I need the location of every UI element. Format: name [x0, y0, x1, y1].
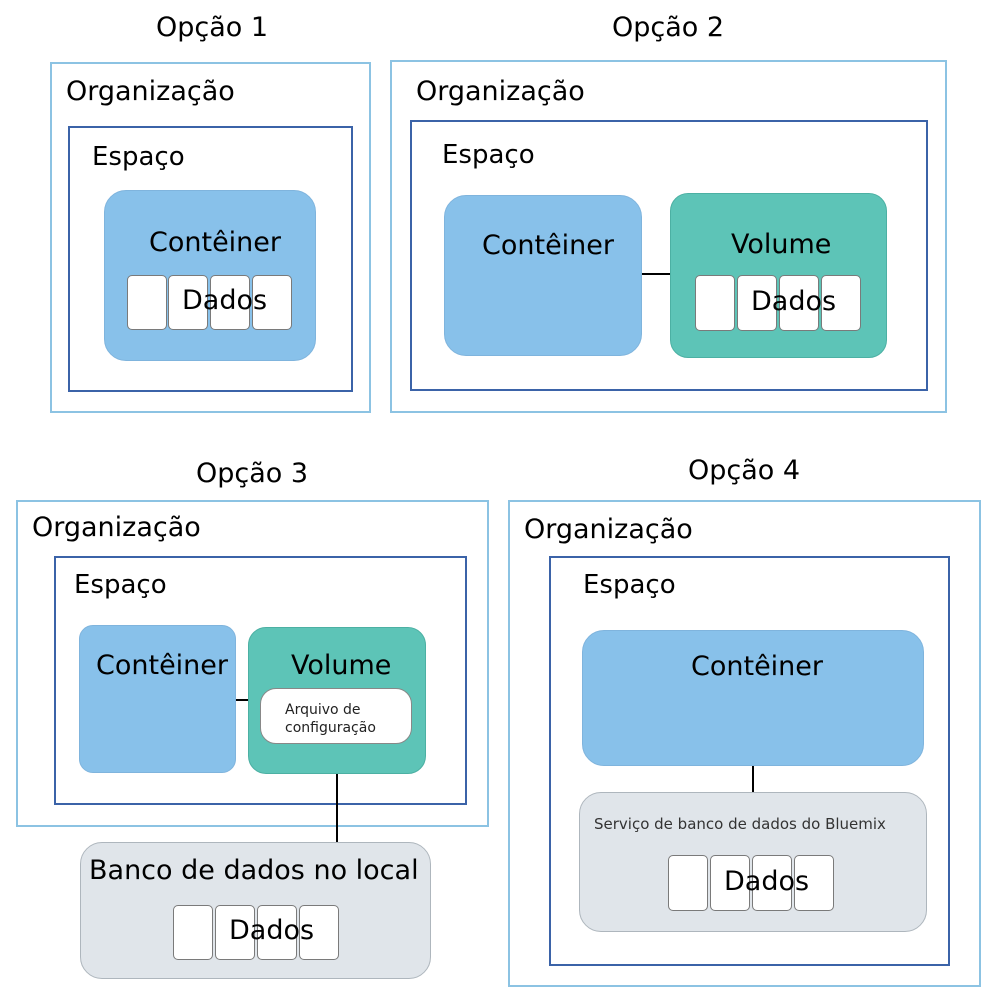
- data-cell: [168, 275, 208, 330]
- data-cell: [794, 855, 834, 911]
- space-label: Espaço: [583, 570, 676, 600]
- option-2-title: Opção 2: [612, 12, 725, 43]
- data-cell: [695, 275, 735, 331]
- organization-label: Organização: [32, 512, 201, 543]
- data-cell: [299, 905, 339, 960]
- data-cell: [215, 905, 255, 960]
- space-label: Espaço: [442, 140, 535, 170]
- data-cell: [173, 905, 213, 960]
- option-3-title: Opção 3: [196, 458, 309, 489]
- data-cell: [737, 275, 777, 331]
- organization-label: Organização: [416, 76, 585, 107]
- option-3-container: Contêiner: [79, 625, 236, 773]
- organization-label: Organização: [66, 76, 235, 107]
- db-service-label: Serviço de banco de dados do Bluemix: [594, 815, 886, 833]
- local-db-label: Banco de dados no local: [89, 855, 419, 886]
- space-label: Espaço: [74, 570, 167, 600]
- data-cell: [821, 275, 861, 331]
- config-file-label: Arquivo de configuração: [285, 702, 376, 736]
- container-service-connector: [752, 766, 754, 792]
- container-label: Contêiner: [96, 650, 229, 681]
- data-label: Dados: [229, 915, 315, 946]
- config-file: Arquivo de configuração: [260, 688, 412, 744]
- data-cell: [668, 855, 708, 911]
- data-cell: [127, 275, 167, 330]
- option-4-container: Contêiner: [582, 630, 924, 766]
- data-cell: [257, 905, 297, 960]
- container-volume-connector: [236, 699, 248, 701]
- container-volume-connector: [642, 273, 670, 275]
- data-cell: [710, 855, 750, 911]
- data-label: Dados: [751, 286, 837, 317]
- container-label: Contêiner: [482, 230, 615, 261]
- data-cell: [779, 275, 819, 331]
- option-2-container: Contêiner: [444, 195, 642, 356]
- option-1-title: Opção 1: [156, 12, 269, 43]
- data-label: Dados: [182, 285, 268, 316]
- volume-label: Volume: [291, 650, 392, 681]
- local-database: Banco de dados no local: [80, 842, 431, 979]
- data-label: Dados: [724, 866, 810, 897]
- volume-db-connector: [336, 774, 338, 842]
- container-label: Contêiner: [149, 227, 282, 258]
- data-cell: [252, 275, 292, 330]
- container-label: Contêiner: [691, 651, 824, 682]
- data-cell: [210, 275, 250, 330]
- data-cell: [752, 855, 792, 911]
- volume-label: Volume: [731, 229, 832, 260]
- organization-label: Organização: [524, 514, 693, 545]
- space-label: Espaço: [92, 142, 185, 172]
- option-4-title: Opção 4: [688, 455, 801, 486]
